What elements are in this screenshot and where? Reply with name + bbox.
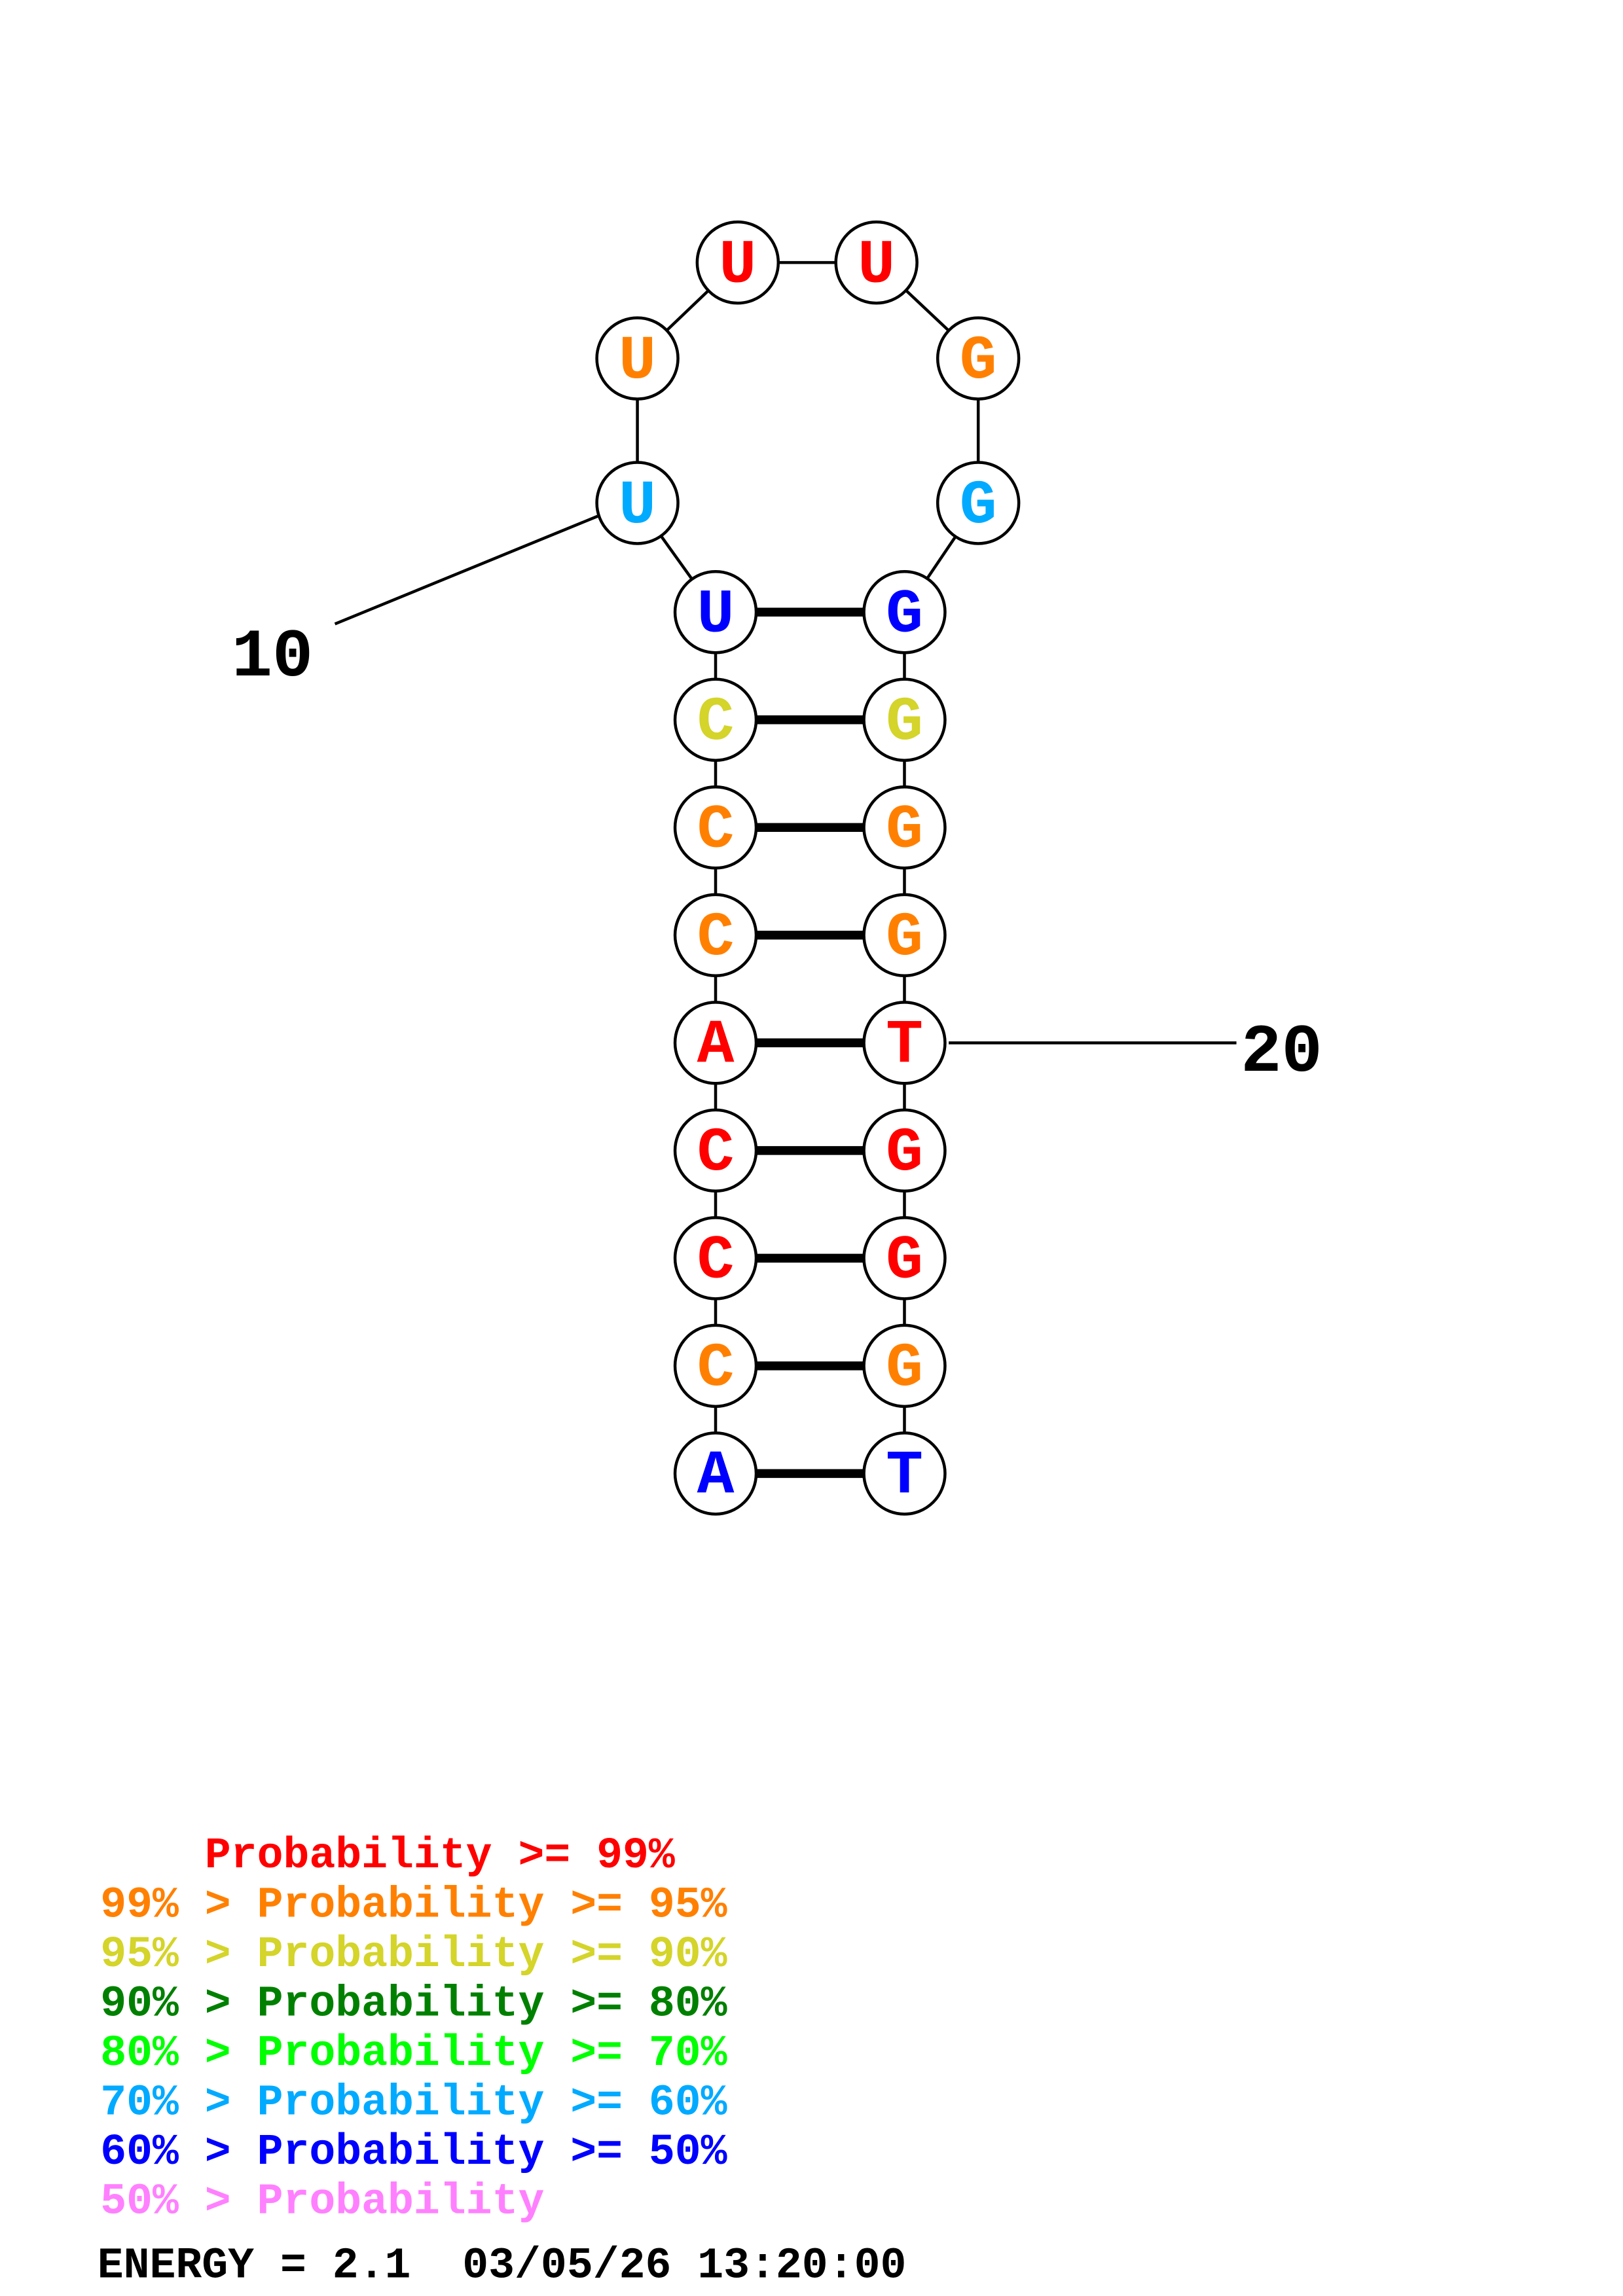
nucleotide-letter: G	[960, 471, 997, 541]
nucleotide-circle	[595, 316, 680, 401]
nucleotide-letter: G	[886, 688, 923, 758]
nucleotide-circle	[673, 677, 758, 762]
nucleotide-letter: T	[886, 1442, 923, 1512]
nucleotide: C	[673, 785, 758, 870]
nucleotide: G	[936, 316, 1021, 401]
nucleotide-circle	[862, 1001, 947, 1085]
nucleotide-circle	[834, 220, 919, 305]
legend-entry: 50% > Probability	[100, 2178, 544, 2227]
nucleotide-letter: C	[697, 796, 735, 866]
nucleotide: C	[673, 1108, 758, 1193]
nucleotide-circle	[673, 1323, 758, 1408]
nucleotide-circle	[936, 316, 1021, 401]
nucleotide-circle	[862, 785, 947, 870]
nucleotide-letter: U	[619, 327, 656, 397]
nucleotide: A	[673, 1001, 758, 1085]
nucleotide-letter: G	[886, 1119, 923, 1189]
legend-entry: 95% > Probability >= 90%	[100, 1930, 727, 1979]
nucleotide-letter: G	[886, 1334, 923, 1404]
nucleotide: C	[673, 893, 758, 978]
nucleotide-circle	[673, 1001, 758, 1085]
nucleotide: A	[673, 1431, 758, 1516]
nucleotide-letter: G	[886, 1227, 923, 1297]
nucleotide: G	[862, 1216, 947, 1300]
nucleotide: C	[673, 1216, 758, 1300]
nucleotide-circle	[862, 893, 947, 978]
nucleotide: G	[862, 1108, 947, 1193]
nucleotide: U	[834, 220, 919, 305]
nucleotide-letter: G	[960, 327, 997, 397]
nucleotide-circle	[695, 220, 780, 305]
legend-entry: 99% > Probability >= 95%	[100, 1881, 727, 1930]
nucleotide: G	[862, 893, 947, 978]
nucleotide-letter: U	[619, 471, 656, 541]
nucleotide: T	[862, 1001, 947, 1085]
nucleotide-letter: G	[886, 581, 923, 651]
nucleotide-circle	[673, 1108, 758, 1193]
nucleotide-letter: U	[697, 581, 735, 651]
nucleotide: T	[862, 1431, 947, 1516]
energy-value: ENERGY = 2.1 03/05/26 13:20:00	[98, 2242, 907, 2291]
nucleotide-circle	[673, 785, 758, 870]
nucleotide: G	[936, 461, 1021, 545]
nucleotide-circle	[595, 461, 680, 545]
nucleotide-circle	[862, 1323, 947, 1408]
nucleotide: G	[862, 1323, 947, 1408]
nucleotide: U	[595, 316, 680, 401]
nucleotide: G	[862, 785, 947, 870]
nucleotide-letter: G	[886, 903, 923, 973]
nucleotide-letter: C	[697, 1119, 735, 1189]
legend-entry: 70% > Probability >= 60%	[100, 2079, 727, 2128]
legend-entry: 80% > Probability >= 70%	[100, 2029, 727, 2078]
energy-text: ENERGY = 2.1	[98, 2242, 411, 2291]
nucleotide-letter: G	[886, 796, 923, 866]
nucleotide: G	[862, 677, 947, 762]
legend-entry: 90% > Probability >= 80%	[100, 1980, 727, 2029]
nucleotide-circle	[673, 1431, 758, 1516]
nucleotide-circle	[862, 570, 947, 655]
nucleotide: C	[673, 1323, 758, 1408]
nucleotide-letter: C	[697, 688, 735, 758]
nucleotide-letter: A	[697, 1442, 735, 1512]
nucleotide: G	[862, 570, 947, 655]
nucleotide-letter: C	[697, 1227, 735, 1297]
nucleotide-circle	[673, 570, 758, 655]
nucleotide-letter: C	[697, 903, 735, 973]
nucleotide-letter: A	[697, 1011, 735, 1081]
nucleotide-circle	[673, 893, 758, 978]
nucleotide-circle	[862, 677, 947, 762]
probability-legend: Probability >= 99%99% > Probability >= 9…	[100, 1831, 727, 2226]
position-label-10: 10	[232, 620, 313, 696]
nucleotide: U	[695, 220, 780, 305]
nucleotide-letter: T	[886, 1011, 923, 1081]
nucleotide-letter: C	[697, 1334, 735, 1404]
nucleotide-circle	[862, 1216, 947, 1300]
nucleotide-circle	[862, 1108, 947, 1193]
nucleotide-circle	[673, 1216, 758, 1300]
legend-entry: 60% > Probability >= 50%	[100, 2128, 727, 2177]
position-label-20: 20	[1241, 1015, 1322, 1092]
nucleotide: U	[673, 570, 758, 655]
nucleotide: U	[595, 461, 680, 545]
nucleotide-letter: U	[719, 230, 756, 300]
nucleotide-circle	[862, 1431, 947, 1516]
nucleotide: C	[673, 677, 758, 762]
nucleotide-letter: U	[858, 230, 895, 300]
nucleotide-circle	[936, 461, 1021, 545]
legend-entry: Probability >= 99%	[100, 1831, 675, 1880]
label-10-leader	[334, 514, 598, 626]
timestamp-text: 03/05/26 13:20:00	[462, 2242, 906, 2291]
